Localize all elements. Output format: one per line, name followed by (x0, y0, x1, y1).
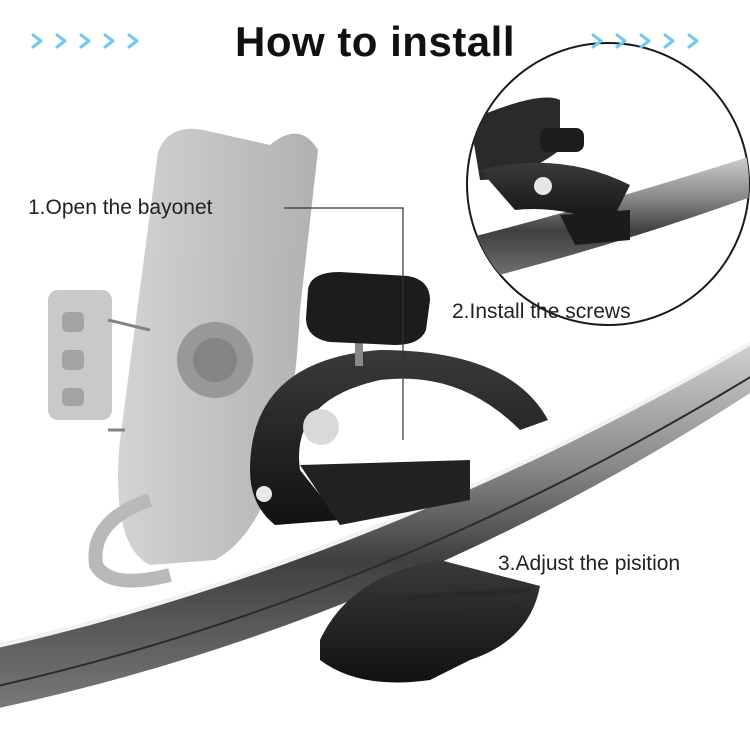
chevron-right-icon (127, 33, 139, 49)
chevron-right-icon (79, 33, 91, 49)
chevron-right-icon (639, 33, 651, 49)
step-1-leader-line (284, 207, 404, 440)
step-3-label: 3.Adjust the pisition (498, 552, 681, 575)
page-title: How to install (235, 18, 515, 65)
right-chevron-group (588, 28, 704, 54)
chevron-right-icon (591, 33, 603, 49)
handlebar-clamp-icon (320, 560, 540, 683)
step-2-label: 2.Install the screws (452, 300, 631, 323)
chevron-right-icon (687, 33, 699, 49)
chevron-right-icon (31, 33, 43, 49)
detail-inset-icon (466, 42, 750, 326)
chevron-right-icon (55, 33, 67, 49)
chevron-right-icon (615, 33, 627, 49)
chevron-right-icon (663, 33, 675, 49)
top-clamp-icon (250, 350, 548, 525)
screw-knob-icon (306, 272, 430, 366)
chevron-right-icon (103, 33, 115, 49)
step-1-label: 1.Open the bayonet (28, 196, 213, 219)
handlebar-icon (0, 341, 750, 708)
left-chevron-group (28, 28, 144, 54)
